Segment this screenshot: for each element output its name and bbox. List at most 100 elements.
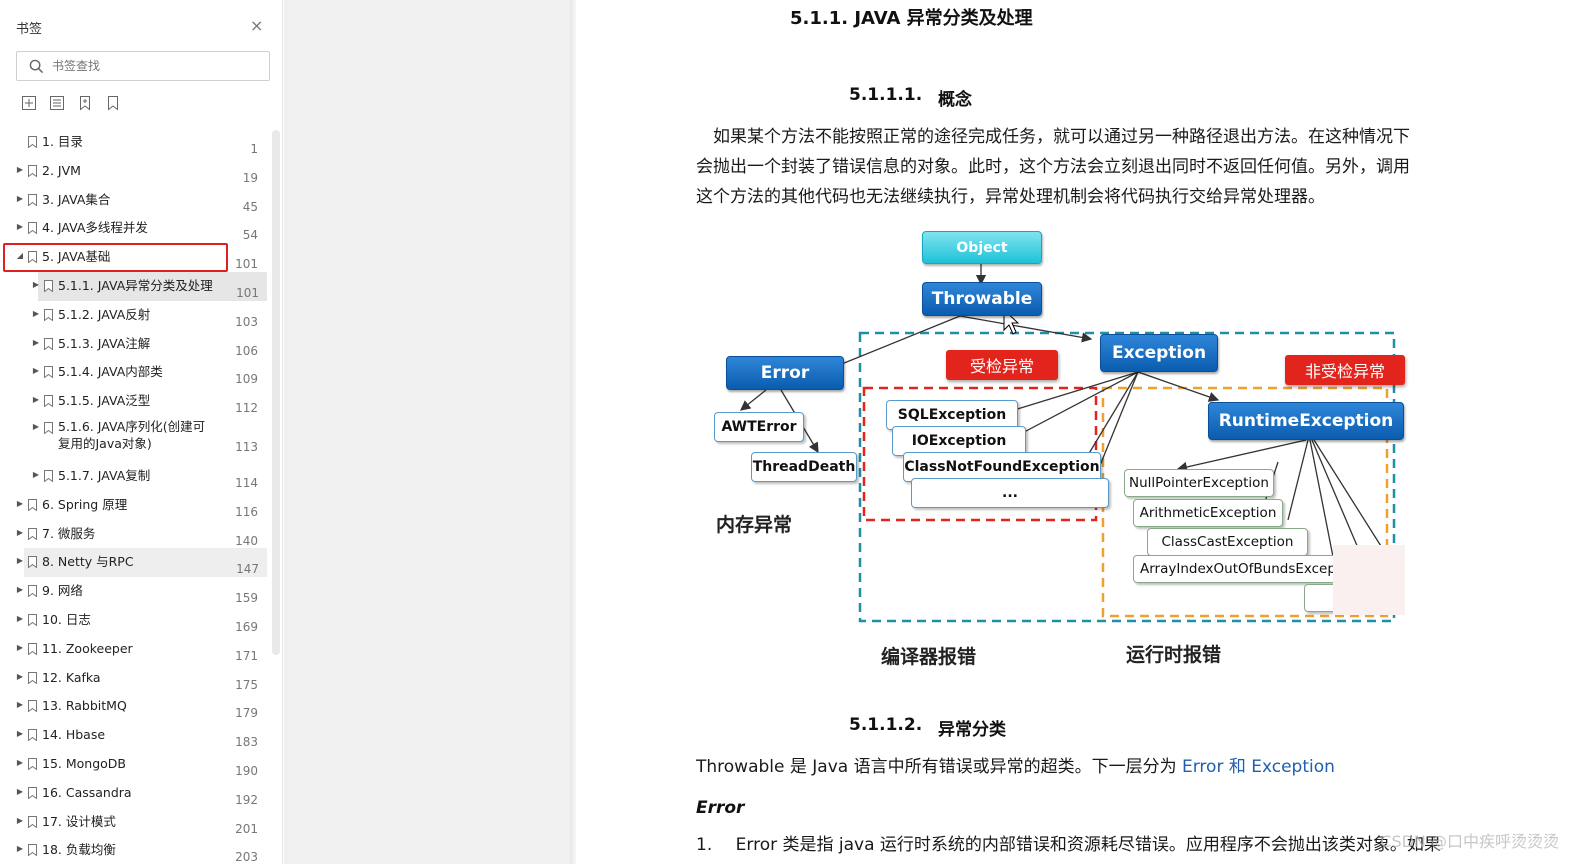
sidebar-item-label: 15. MongoDB: [42, 755, 126, 771]
chevron-right-icon[interactable]: ▶: [32, 395, 40, 405]
panel-title: 书签: [16, 22, 43, 37]
bookmark-flag-icon: [28, 585, 37, 598]
chevron-right-icon[interactable]: ▶: [16, 786, 24, 796]
sidebar-item-page: 19: [242, 170, 258, 185]
bookmark-flag-icon: [44, 337, 53, 350]
sidebar-scrollbar[interactable]: [272, 130, 280, 655]
bookmark-flag-icon: [28, 136, 37, 148]
sidebar-item-page: 106: [235, 343, 258, 358]
chevron-right-icon[interactable]: ▶: [32, 279, 40, 289]
bookmark-search-input[interactable]: [52, 59, 252, 73]
sidebar-item-label: 13. RabbitMQ: [42, 698, 127, 714]
sidebar-item-page: 140: [235, 533, 258, 548]
bookmark-flag-icon: [28, 700, 37, 713]
bookmark-search-box[interactable]: [16, 51, 270, 81]
subsection-title-concept: 概念: [938, 90, 972, 110]
text-line: Throwable 是 Java 语言中所有错误或异常的超类。下一层分为: [696, 757, 1182, 777]
sidebar-item[interactable]: ▶5.1.6. JAVA序列化(创建可复用的Java对象)113: [0, 416, 272, 462]
sidebar-item-label: 4. JAVA多线程并发: [42, 220, 148, 236]
chevron-right-icon[interactable]: ▶: [32, 421, 40, 431]
chevron-right-icon[interactable]: ▶: [32, 337, 40, 347]
sidebar-item[interactable]: ▶ 13. RabbitMQ 179: [0, 692, 272, 721]
bookmark-flag-icon: [28, 642, 37, 655]
chevron-right-icon[interactable]: ▶: [16, 700, 24, 710]
chevron-right-icon[interactable]: ▶: [16, 222, 24, 232]
sidebar-item-page: 183: [235, 735, 258, 750]
chevron-right-icon[interactable]: ▶: [16, 164, 24, 174]
error-heading: Error: [696, 798, 745, 818]
sidebar-item-page: 45: [242, 199, 258, 214]
chevron-right-icon[interactable]: ▶: [32, 308, 40, 318]
bookmark-flag-icon: [28, 786, 37, 799]
sidebar-item-page: 179: [235, 706, 258, 721]
bookmark-icon[interactable]: [104, 94, 122, 112]
bookmark-flag-icon: [44, 421, 53, 434]
dashed-box-unchecked: [1101, 386, 1389, 618]
sidebar-item-page: 109: [235, 372, 258, 387]
chevron-right-icon[interactable]: ▶: [16, 585, 24, 595]
chevron-right-icon[interactable]: ▶: [16, 613, 24, 623]
chevron-right-icon[interactable]: ▶: [16, 815, 24, 825]
bookmark-flag-icon: [44, 395, 53, 408]
sidebar-item-label: 复用的Java对象): [58, 435, 152, 451]
sidebar-item-label: 12. Kafka: [42, 669, 101, 685]
chevron-right-icon[interactable]: ▶: [16, 729, 24, 739]
error-exception-link[interactable]: Error 和 Exception: [1182, 757, 1335, 777]
chevron-right-icon[interactable]: ▶: [32, 366, 40, 376]
ioexception-node: IOException: [892, 426, 1026, 456]
chevron-down-icon[interactable]: ◢: [16, 251, 24, 261]
text-line: 会抛出一个封装了错误信息的对象。此时，这个方法会立刻退出同时不返回任何值。另外，…: [696, 157, 1410, 177]
error-node: Error: [726, 356, 844, 390]
sidebar-item-page: 103: [235, 314, 258, 329]
chevron-right-icon[interactable]: ▶: [16, 193, 24, 203]
text-line: 如果某个方法不能按照正常的途径完成任务，就可以通过另一种路径退出方法。在这种情况…: [713, 127, 1410, 147]
sidebar-item-page: 112: [235, 401, 258, 416]
chevron-right-icon[interactable]: ▶: [16, 757, 24, 767]
sidebar-item-page: 201: [235, 821, 258, 836]
sidebar-item-page: 147: [236, 562, 259, 577]
chevron-right-icon[interactable]: ▶: [16, 844, 24, 854]
add-bookmark-icon[interactable]: [76, 94, 94, 112]
chevron-right-icon[interactable]: ▶: [16, 556, 24, 566]
expand-all-icon[interactable]: [20, 94, 38, 112]
arrayindexoutofbounds-node: ArrayIndexOutOfBundsExcep: [1133, 555, 1343, 583]
chevron-right-icon[interactable]: ▶: [16, 498, 24, 508]
compile-error-label: 编译器报错: [881, 646, 977, 668]
awterror-node: AWTError: [714, 412, 804, 442]
chevron-right-icon[interactable]: ▶: [16, 642, 24, 652]
sidebar-item-label: 18. 负载均衡: [42, 842, 116, 858]
chevron-right-icon[interactable]: ▶: [16, 671, 24, 681]
close-icon[interactable]: ×: [250, 16, 264, 35]
classification-paragraph: Throwable 是 Java 语言中所有错误或异常的超类。下一层分为 Err…: [696, 752, 1456, 782]
classnotfoundexception-node: ClassNotFoundException: [903, 452, 1101, 482]
sidebar-item-label: 6. Spring 原理: [42, 496, 128, 512]
sidebar-item-label: 5.1.6. JAVA序列化(创建可: [58, 418, 206, 434]
collapse-all-icon[interactable]: [48, 94, 66, 112]
chevron-right-icon[interactable]: ▶: [32, 469, 40, 479]
chevron-right-icon[interactable]: ▶: [16, 527, 24, 537]
